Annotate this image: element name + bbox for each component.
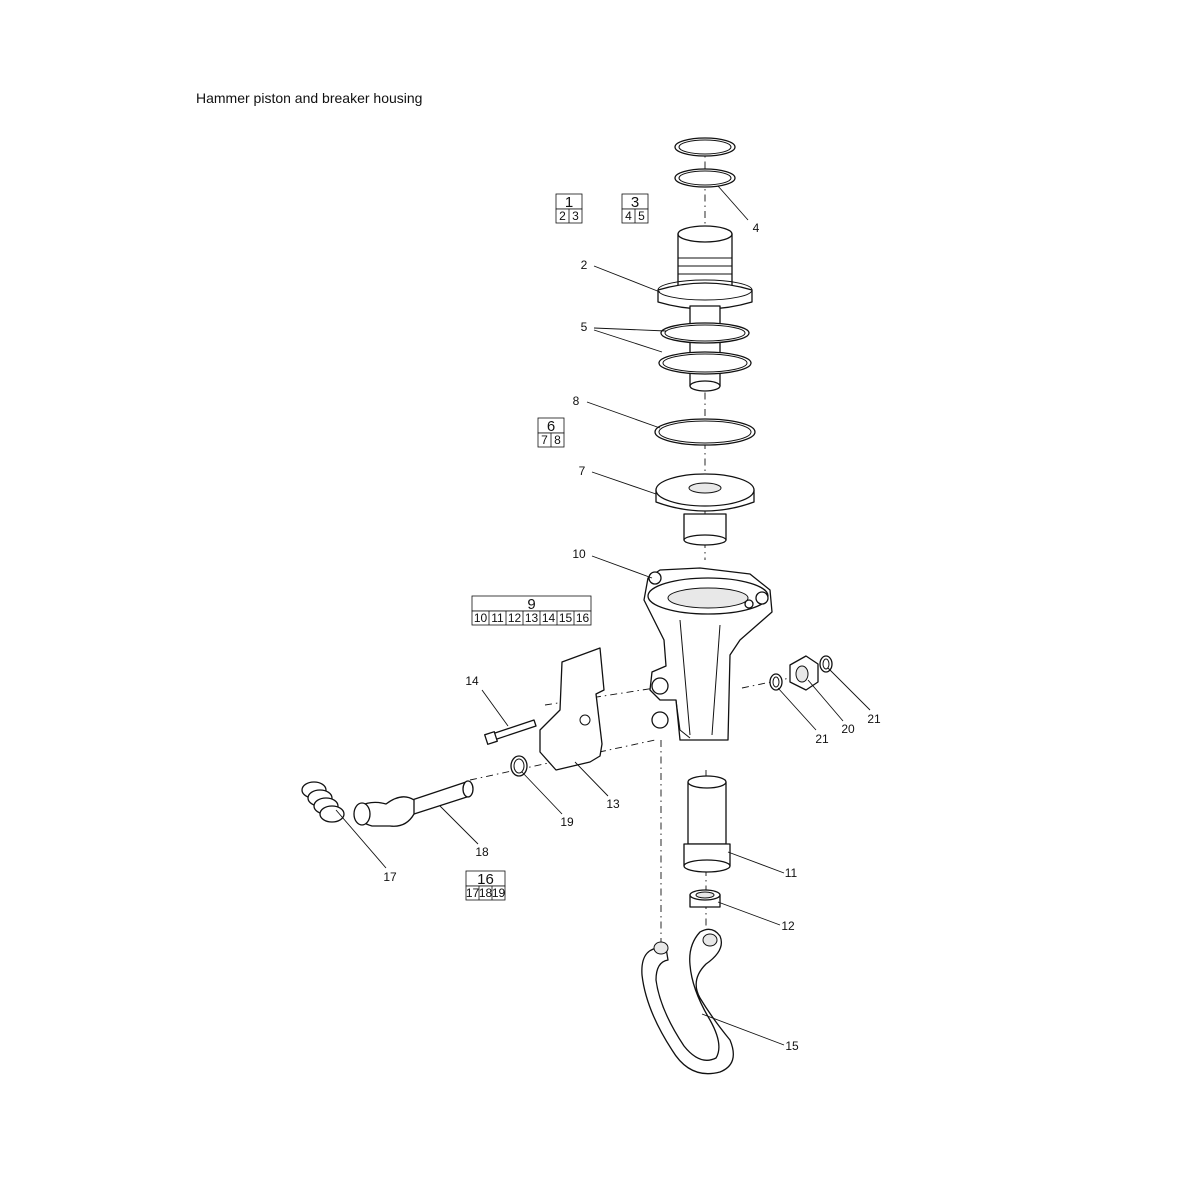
part-12-ring [689, 889, 721, 908]
callout-21: 21 [867, 712, 881, 726]
part-15-handle-loop [641, 928, 734, 1075]
kit-6-sub-8: 8 [554, 433, 561, 447]
callout-12: 12 [781, 919, 795, 933]
assembly-axes [469, 145, 791, 945]
part-8-o-ring [654, 418, 756, 446]
leader-line-7 [591, 471, 657, 495]
diagram-title: Hammer piston and breaker housing [196, 90, 423, 106]
leader-line-17 [335, 809, 387, 869]
callout-10: 10 [572, 547, 586, 561]
callout-18: 18 [475, 845, 489, 859]
part-11-sleeve [683, 775, 731, 873]
kit-9-sub-10: 10 [474, 611, 488, 625]
callout-21: 21 [815, 732, 829, 746]
leader-line-4 [717, 185, 749, 221]
part-5-piston-rings [658, 322, 752, 375]
kit-number-6: 6 [547, 418, 555, 435]
kit-9-sub-13: 13 [525, 611, 539, 625]
part-18-pipe-elbow [353, 780, 474, 827]
callout-13: 13 [606, 797, 620, 811]
callout-4: 4 [753, 221, 760, 235]
leader-line-21 [827, 667, 871, 711]
leader-line-8 [586, 401, 661, 429]
callout-5: 5 [581, 320, 588, 334]
leader-line-5 [593, 329, 663, 353]
leader-line-14 [481, 689, 509, 727]
part-7-guide-bushing [655, 473, 755, 546]
leader-line-15 [701, 1013, 785, 1046]
leader-line-5 [593, 327, 667, 332]
leader-line-20 [807, 679, 844, 722]
kit-16-sub-19: 19 [492, 886, 506, 900]
kit-3-sub-4: 4 [625, 209, 632, 223]
callout-11: 11 [785, 866, 798, 880]
kit-9-sub-16: 16 [576, 611, 590, 625]
callout-14: 14 [465, 674, 479, 688]
leader-line-21 [777, 687, 817, 731]
kit-6-sub-7: 7 [541, 433, 548, 447]
kit-9-sub-15: 15 [559, 611, 573, 625]
callout-8: 8 [573, 394, 580, 408]
kit-number-16: 16 [477, 871, 494, 888]
kit-9-sub-11: 11 [491, 611, 504, 625]
kit-16-sub-18: 18 [479, 886, 493, 900]
part-14-bolt [484, 719, 537, 745]
kit-9-sub-12: 12 [508, 611, 522, 625]
leader-line-10 [591, 555, 653, 579]
kit-1-sub-3: 3 [572, 209, 579, 223]
callout-7: 7 [579, 464, 586, 478]
callout-20: 20 [841, 722, 855, 736]
leader-line-18 [439, 805, 479, 845]
part-13-gasket-plate [539, 647, 605, 771]
part-4-retaining-rings [674, 137, 736, 188]
kit-3-sub-5: 5 [638, 209, 645, 223]
kit-1-sub-2: 2 [559, 209, 566, 223]
kit-16-sub-17: 17 [466, 886, 480, 900]
leader-line-12 [717, 901, 781, 926]
kit-number-3: 3 [631, 194, 639, 211]
callout-2: 2 [581, 258, 588, 272]
part-20-21-fitting [769, 655, 833, 691]
leader-line-19 [521, 771, 563, 815]
part-10-breaker-housing [643, 567, 773, 741]
kit-number-9: 9 [527, 596, 535, 613]
leader-line-2 [593, 265, 661, 293]
part-19-o-ring [510, 755, 528, 777]
part-17-spring [301, 781, 345, 823]
callout-15: 15 [785, 1039, 799, 1053]
kit-9-sub-14: 14 [542, 611, 556, 625]
callout-19: 19 [560, 815, 574, 829]
leader-line-13 [574, 761, 609, 797]
kit-number-1: 1 [565, 194, 573, 211]
leader-line-11 [727, 851, 785, 874]
callout-17: 17 [383, 870, 397, 884]
